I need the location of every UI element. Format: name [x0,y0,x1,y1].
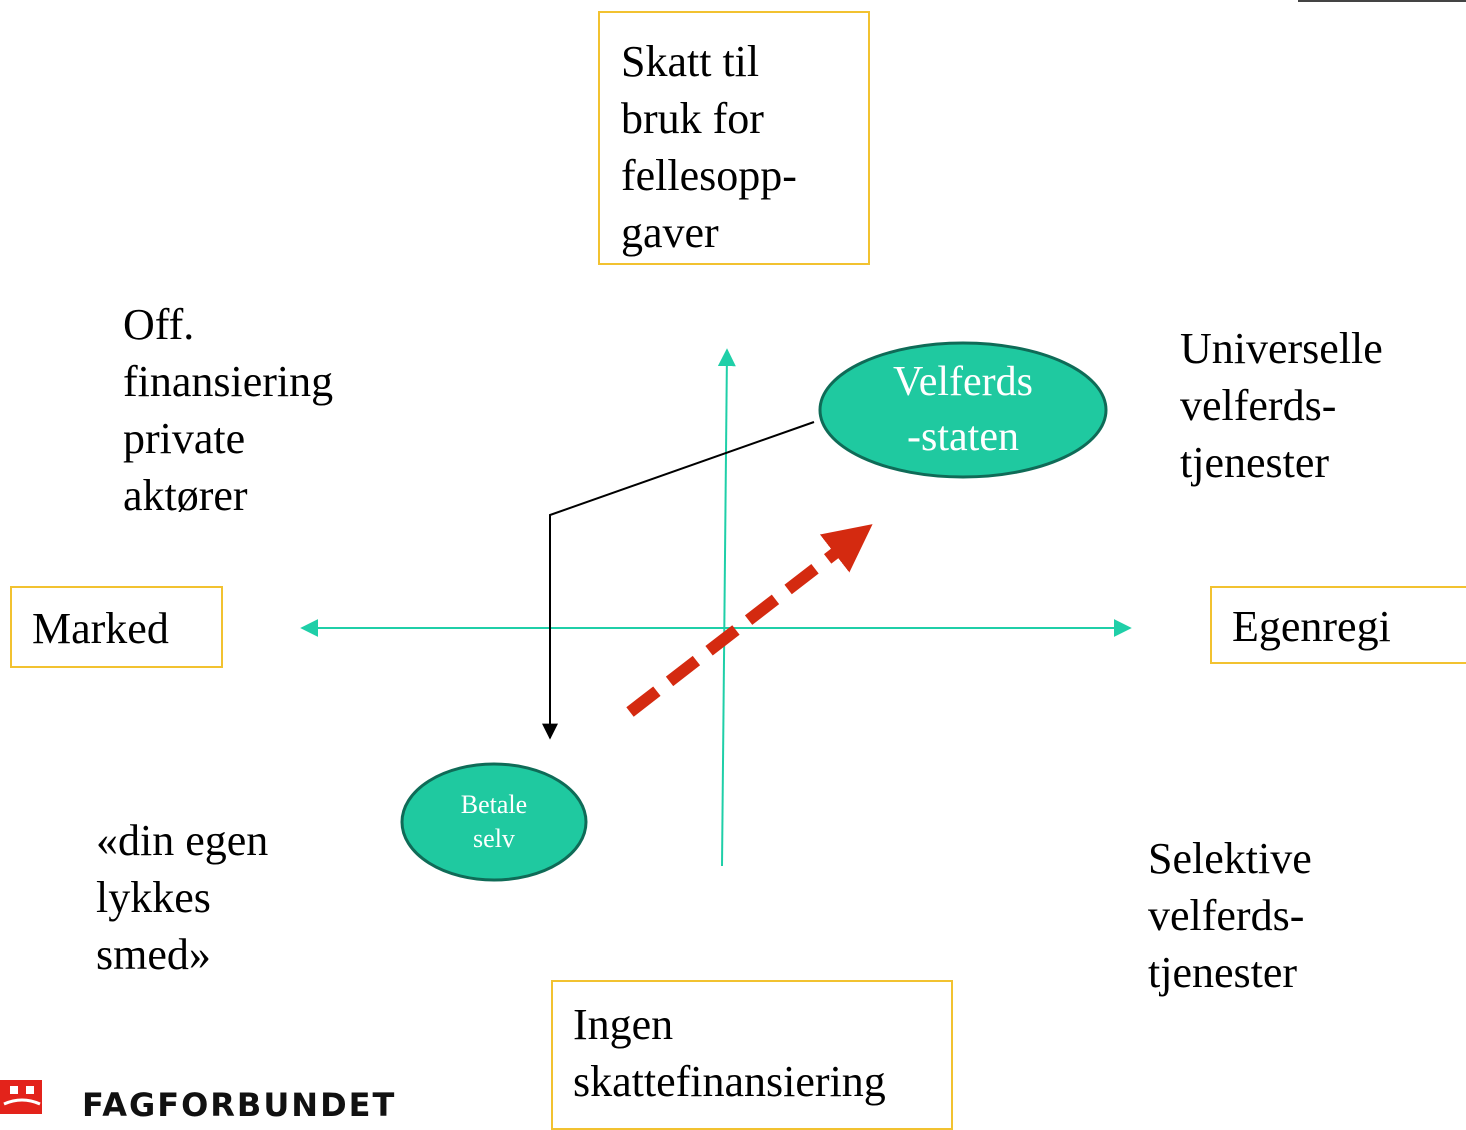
connector-arrow [542,421,815,740]
logo-text: FAGFORBUNDET [82,1086,397,1124]
axis-right-box: Egenregi [1210,586,1466,664]
corner-rule [1298,0,1466,2]
axis-top-box: Skatt til bruk for fellesopp- gaver [598,11,870,265]
quadrant-bottom-right: Selektive velferds- tjenester [1148,834,1312,997]
velferdsstaten-label: Velferds -staten [893,359,1033,460]
betale-selv-label: Betale selv [460,790,528,853]
axis-bottom-label: Ingen skattefinansiering [573,1000,886,1106]
quadrant-top-right: Universelle velferds- tjenester [1180,324,1383,487]
quadrant-bottom-left: «din egen lykkes smed» [96,816,269,979]
axis-bottom-box: Ingen skattefinansiering [551,980,953,1130]
quadrant-top-left: Off. finansiering private aktører [123,300,334,520]
vertical-axis [717,348,736,867]
velferdsstaten-ellipse [818,341,1108,479]
axis-right-label: Egenregi [1232,602,1391,651]
axis-left-box: Marked [10,586,223,668]
axis-top-label: Skatt til bruk for fellesopp- gaver [621,37,797,257]
fagforbundet-logo-icon [0,1080,42,1114]
axis-left-label: Marked [32,604,169,653]
betale-selv-ellipse [400,762,588,882]
trend-arrow [626,524,873,717]
